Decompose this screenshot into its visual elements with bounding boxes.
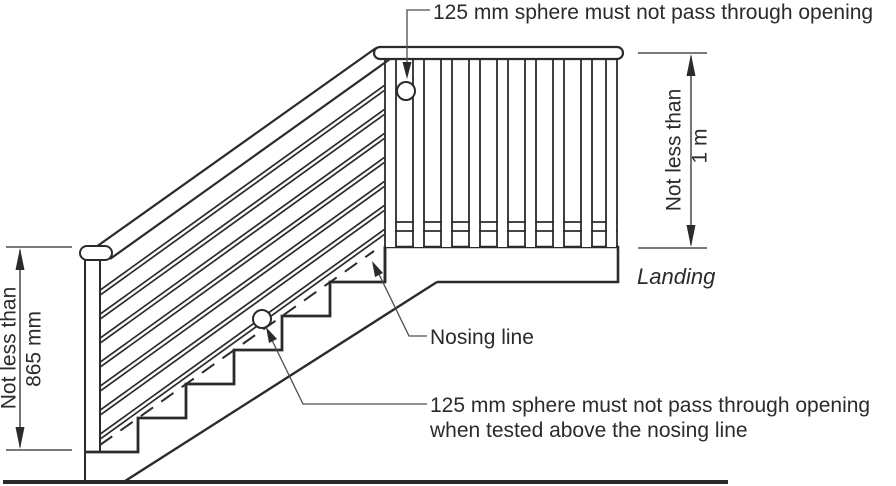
baluster <box>440 58 453 247</box>
arrowhead-down-icon <box>686 225 696 247</box>
arrowhead-down-icon <box>402 62 412 79</box>
nosing-line-leader <box>372 261 427 337</box>
arrowhead-up-icon <box>15 248 25 270</box>
arrowhead-down-icon <box>15 427 25 449</box>
stair-stringer-line <box>121 280 438 485</box>
step-profile <box>85 247 387 454</box>
baluster <box>580 58 593 247</box>
newel-post-cap <box>79 245 113 261</box>
landing-platform <box>383 245 620 284</box>
arrowhead-upleft-icon <box>372 261 383 277</box>
sphere-circle-landing <box>396 81 416 101</box>
baluster <box>384 58 397 247</box>
bottom-note-line2: when tested above the nosing line <box>429 419 748 442</box>
landing-guard-dim-label-2: 1 m <box>689 128 712 163</box>
nosing-line-label: Nosing line <box>430 326 534 349</box>
baluster <box>524 58 537 247</box>
baluster <box>552 58 565 247</box>
landing-label: Landing <box>637 264 716 289</box>
landing-balusters <box>384 58 618 247</box>
baluster <box>496 58 509 247</box>
arrowhead-upleft-icon <box>266 327 277 343</box>
sphere-circle-stair <box>252 309 272 329</box>
top-note-leader <box>402 9 430 79</box>
landing-guard-dimension <box>638 52 707 249</box>
bottom-note-line1: 125 mm sphere must not pass through open… <box>430 394 870 417</box>
stair-rail-dim-label-2: 865 mm <box>23 311 46 387</box>
landing-handrail <box>372 45 625 61</box>
landing-guard-dim-label-1: Not less than <box>663 89 686 212</box>
arrowhead-up-icon <box>686 54 696 76</box>
stair-infill-rails <box>100 73 385 444</box>
baluster <box>605 58 618 247</box>
stair-handrail <box>95 47 391 260</box>
stair-rail-dim-label-1: Not less than <box>0 287 21 410</box>
bottom-note-leader <box>266 327 427 405</box>
stair-rail-dimension <box>6 246 72 451</box>
top-note-label: 125 mm sphere must not pass through open… <box>433 1 873 24</box>
nosing-line-dashed <box>99 250 375 446</box>
baluster <box>468 58 481 247</box>
newel-post <box>79 245 113 481</box>
